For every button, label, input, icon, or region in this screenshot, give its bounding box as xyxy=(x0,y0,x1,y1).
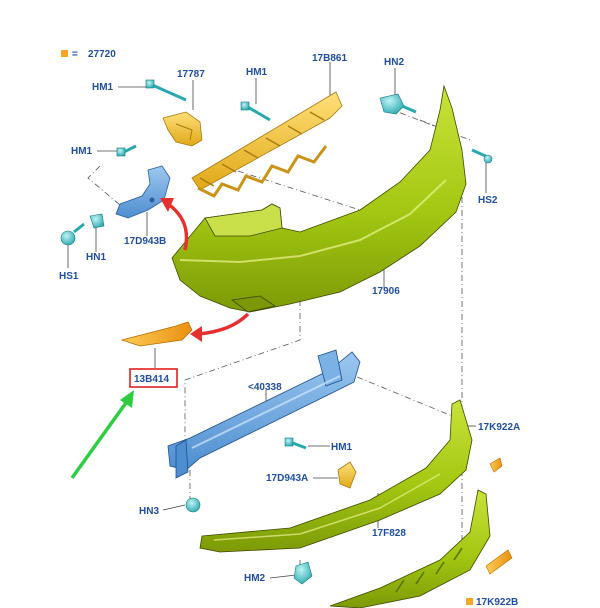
rear-bumper-cover xyxy=(171,84,467,313)
green-pointer-arrow xyxy=(70,390,134,480)
label-17b861: 17B861 xyxy=(312,53,347,64)
legend-code: 27720 xyxy=(88,49,116,60)
legend: = 27720 xyxy=(61,49,116,60)
legend-symbol: = xyxy=(72,49,78,60)
bracket-17d943a xyxy=(337,461,357,489)
assembly-lines xyxy=(87,107,471,576)
screw-hs1 xyxy=(60,222,85,246)
push-pin-hm2 xyxy=(293,561,313,585)
reflector-17k922a xyxy=(489,457,503,473)
push-pin-hn3 xyxy=(185,497,201,513)
push-pin-hn1 xyxy=(89,213,105,229)
upper-bumper-bracket xyxy=(191,91,343,198)
label-hn2: HN2 xyxy=(384,57,404,68)
clip-hm1-top xyxy=(145,79,187,102)
reflector-17k922b xyxy=(485,549,513,575)
label-17f828: 17F828 xyxy=(372,528,406,539)
push-pin-hn2 xyxy=(379,93,417,115)
label-17906: 17906 xyxy=(372,286,400,297)
legend-swatch xyxy=(61,50,68,57)
clip-hm1-lower xyxy=(284,437,307,450)
fasteners xyxy=(60,79,493,585)
clip-hm1-mid xyxy=(240,101,271,122)
legend-swatch-17k922b xyxy=(466,598,473,605)
label-17k922a: 17K922A xyxy=(478,422,520,433)
screw-hs2 xyxy=(471,148,493,164)
label-17787: 17787 xyxy=(177,69,205,80)
label-17k922b: 17K922B xyxy=(476,597,518,608)
label-13b414: 13B414 xyxy=(134,374,169,385)
lower-diffuser xyxy=(329,489,491,608)
label-hn1: HN1 xyxy=(86,252,106,263)
label-hm1-c: HM1 xyxy=(71,146,93,157)
side-bracket-17d943b xyxy=(115,165,171,219)
label-17d943b: 17D943B xyxy=(124,236,166,247)
clip-hm1-left xyxy=(116,144,137,157)
part-labels: HM1 17787 HM1 17B861 HN2 HM1 HS2 17D943B… xyxy=(59,53,520,608)
label-hm1-d: HM1 xyxy=(331,442,353,453)
label-hm1-b: HM1 xyxy=(246,67,268,78)
label-17d943a: 17D943A xyxy=(266,473,308,484)
label-hm2: HM2 xyxy=(244,573,266,584)
label-40338: <40338 xyxy=(248,382,282,393)
lower-valance xyxy=(199,399,473,553)
label-hs2: HS2 xyxy=(478,195,498,206)
side-bracket-17787 xyxy=(162,111,203,147)
label-hs1: HS1 xyxy=(59,271,79,282)
reflector-13b414 xyxy=(120,321,193,347)
label-hn3: HN3 xyxy=(139,506,159,517)
bumper-reinforcement xyxy=(167,349,361,479)
label-hm1-a: HM1 xyxy=(92,82,114,93)
red-callout-arrows xyxy=(160,198,250,342)
highlight-box xyxy=(129,368,178,388)
